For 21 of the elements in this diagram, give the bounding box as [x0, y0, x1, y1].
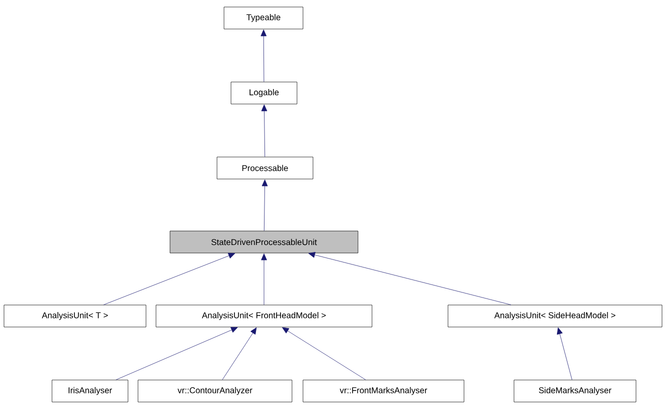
- inheritance-arrow: [556, 327, 572, 380]
- class-box: Typeable: [224, 6, 304, 30]
- inheritance-arrow: [261, 254, 267, 305]
- class-box: AnalysisUnit< T >: [4, 304, 146, 328]
- class-box: vr::ContourAnalyzer: [138, 380, 292, 402]
- inheritance-arrow: [222, 327, 257, 380]
- class-box: vr::FrontMarksAnalyser: [302, 380, 464, 402]
- class-box: SideMarksAnalyser: [514, 380, 636, 402]
- inheritance-arrow: [282, 327, 366, 380]
- class-box: AnalysisUnit< FrontHeadModel >: [156, 304, 372, 328]
- class-box: IrisAnalyser: [52, 380, 128, 402]
- inheritance-arrow: [116, 327, 238, 380]
- class-box: StateDrivenProcessableUnit: [170, 230, 358, 254]
- inheritance-arrow: [103, 252, 236, 305]
- inheritance-arrow: [260, 30, 267, 82]
- class-box: AnalysisUnit< SideHeadModel >: [448, 304, 662, 328]
- inheritance-arrow: [262, 180, 268, 231]
- class-box: Processable: [216, 156, 314, 180]
- inheritance-arrow: [261, 104, 268, 157]
- inheritance-arrow: [308, 252, 512, 305]
- class-box: Logable: [230, 82, 298, 104]
